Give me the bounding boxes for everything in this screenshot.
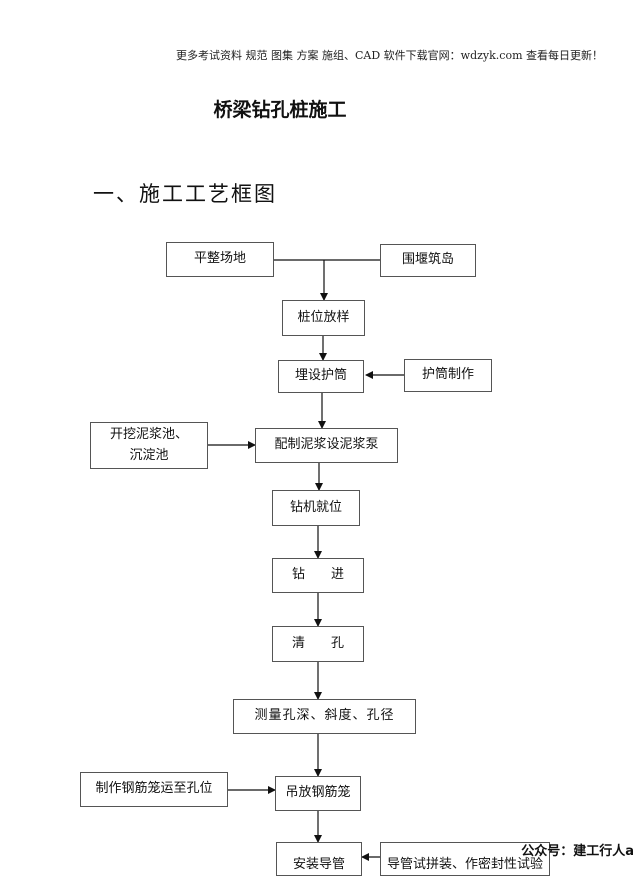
flow-box-install-tremie: 安装导管: [276, 842, 362, 876]
document-title: 桥梁钻孔桩施工: [213, 99, 347, 121]
flow-box-cofferdam-island: 围堰筑岛: [380, 244, 476, 277]
header-note: 更多考试资料 规范 图集 方案 施组、CAD 软件下载官网：wdzyk.com …: [176, 49, 603, 62]
flow-box-pile-layout: 桩位放样: [282, 300, 365, 336]
section-heading: 一、施工工艺框图: [93, 182, 277, 206]
watermark: 公众号：建工行人a: [521, 844, 634, 859]
flow-box-hoist-cage: 吊放钢筋笼: [275, 776, 361, 811]
flow-box-make-cage: 制作钢筋笼运至孔位: [80, 772, 228, 807]
flow-box-measure-hole: 测量孔深、斜度、孔径: [233, 699, 416, 734]
flow-box-dig-pits: 开挖泥浆池、 沉淀池: [90, 422, 208, 469]
flow-box-level-site: 平整场地: [166, 242, 274, 277]
flow-box-drilling: 钻 进: [272, 558, 364, 593]
flow-box-clean-hole: 清 孔: [272, 626, 364, 662]
flow-box-make-casing: 护筒制作: [404, 359, 492, 392]
flow-box-mud-pump: 配制泥浆设泥浆泵: [255, 428, 398, 463]
flow-box-rig-position: 钻机就位: [272, 490, 360, 526]
flow-box-bury-casing: 埋设护筒: [278, 360, 364, 393]
